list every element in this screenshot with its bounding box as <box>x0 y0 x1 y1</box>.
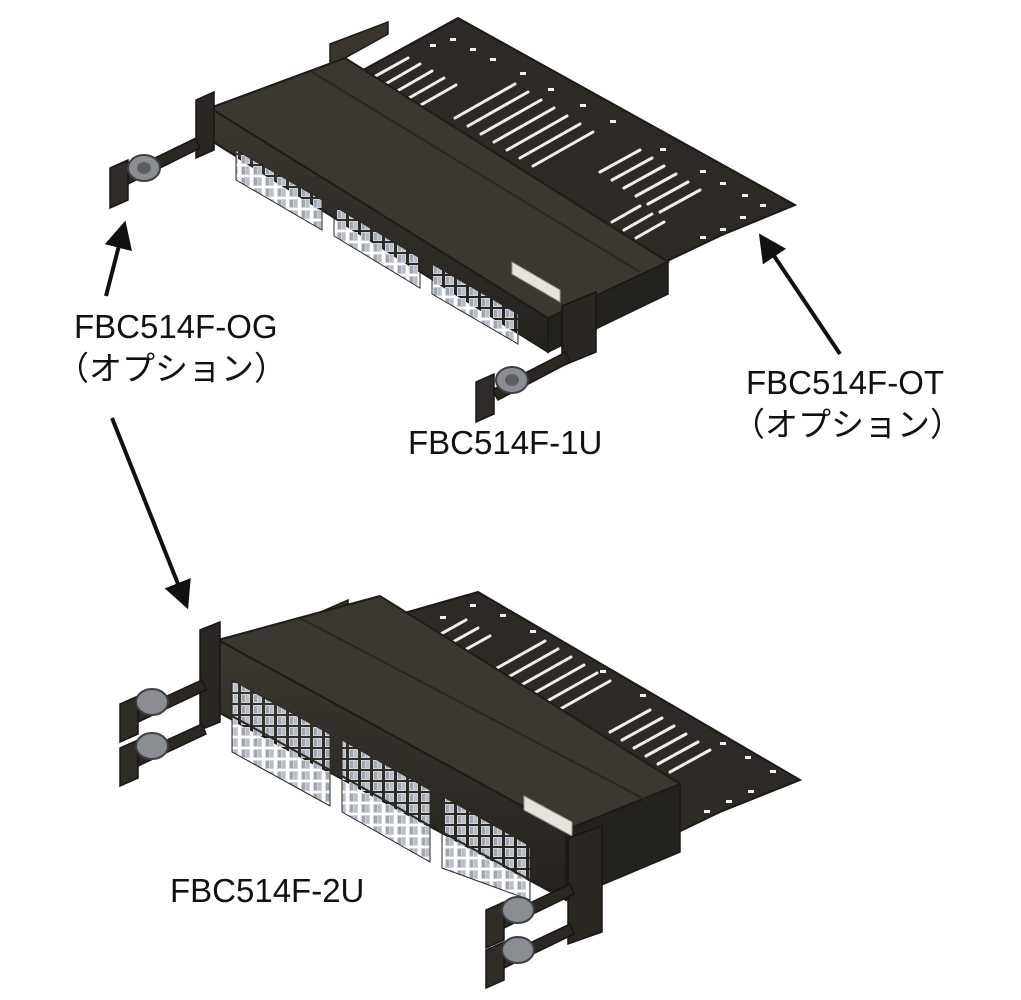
right-ear-2u <box>567 824 603 946</box>
adapter-module-1u-left <box>235 149 323 231</box>
label-og-model: FBC514F-OG <box>74 308 278 345</box>
label-ot-note: （オプション） <box>732 406 963 443</box>
arrow-ot-to-tray <box>758 233 842 356</box>
cable-guide-2u-right-lower <box>485 922 575 990</box>
tray-slots-2u <box>428 618 712 774</box>
unit-1u-illustration <box>109 16 798 424</box>
tray-holes-1u <box>430 38 766 239</box>
adapter-module-2u-right <box>441 795 531 901</box>
right-ear-1u <box>561 290 597 368</box>
label-unit-1u: FBC514F-1U <box>408 424 603 461</box>
label-sticker-1u <box>511 261 561 303</box>
arrow-og-to-bottom-guide <box>110 417 191 610</box>
cable-guide-2u-right-upper <box>485 882 575 950</box>
label-ot-model: FBC514F-OT <box>746 364 945 401</box>
label-unit-2u: FBC514F-2U <box>170 872 365 909</box>
adapter-module-1u-mid <box>333 205 421 289</box>
left-ear-2u <box>199 620 221 732</box>
cable-guide-2u-left-lower <box>119 722 207 788</box>
adapter-module-1u-right <box>431 263 519 345</box>
label-og-note: （オプション） <box>56 350 287 387</box>
unit-2u-illustration <box>119 590 803 990</box>
cable-guide-1u-right <box>475 350 571 424</box>
tray-holes-2u <box>440 604 776 813</box>
cable-guide-2u-left-upper <box>119 678 207 744</box>
cable-guide-1u-left <box>109 136 201 210</box>
arrow-og-to-top-guide <box>104 220 132 297</box>
